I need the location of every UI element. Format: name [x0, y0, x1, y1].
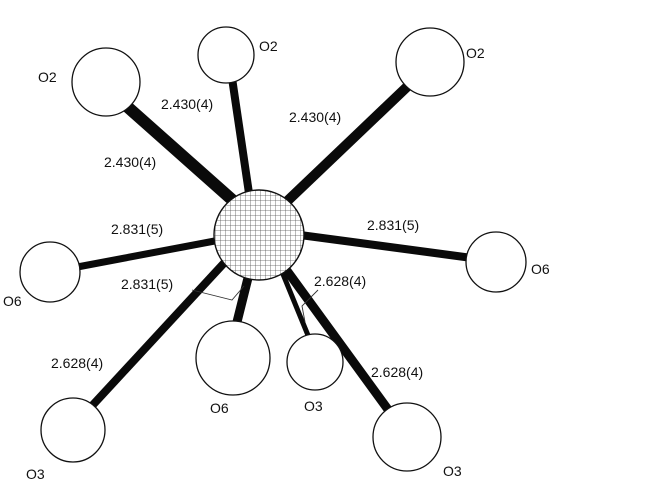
bond-length-o6-right: 2.831(5): [367, 217, 419, 233]
label-o3-bottom-right: O3: [443, 463, 462, 479]
atom-o2-top: [197, 26, 255, 84]
leader-o3-mid: [301, 289, 319, 323]
label-o6-bottom: O6: [210, 400, 229, 416]
atom-labels: O2 O2 O2 O6 O6 O6 O3 O3 O3: [3, 38, 550, 482]
bond-o3-bottom-right: [281, 265, 396, 418]
label-o2-upper-left: O2: [38, 69, 57, 85]
atom-o3-bottom-mid: [286, 333, 344, 391]
atom-o3-bottom-right: [372, 402, 442, 472]
label-leaders: [191, 285, 319, 323]
leader-o6-bottom: [191, 285, 245, 301]
bond-length-labels: 2.430(4) 2.430(4) 2.430(4) 2.831(5) 2.83…: [51, 96, 423, 380]
atom-o6-left: [19, 241, 81, 303]
atom-o3-bottom-left: [40, 397, 106, 463]
bond-o3-bottom-left: [87, 259, 228, 411]
label-o6-left: O6: [3, 293, 22, 309]
atom-o2-upper-left: [71, 47, 141, 117]
central-atom: [213, 189, 305, 281]
bond-o6-left: [71, 236, 221, 272]
bond-length-o3-mid: 2.628(4): [314, 273, 366, 289]
label-o2-top: O2: [259, 38, 278, 54]
bond-length-o2-upper-left: 2.430(4): [104, 154, 156, 170]
label-o3-bottom-mid: O3: [304, 398, 323, 414]
bond-length-o6-left: 2.831(5): [111, 221, 163, 237]
atom-o6-bottom: [195, 320, 271, 396]
atom-o2-upper-right: [395, 27, 465, 97]
bond-length-o3-bottom-left: 2.628(4): [51, 355, 103, 371]
label-o3-bottom-left: O3: [26, 466, 45, 482]
bond-o2-upper-left: [118, 97, 242, 210]
bond-o6-right: [299, 231, 473, 262]
atoms: [19, 26, 527, 472]
bond-length-o3-bottom-right: 2.628(4): [371, 364, 423, 380]
atom-o6-right: [465, 231, 527, 293]
label-o6-right: O6: [531, 261, 550, 277]
bond-length-o2-top: 2.430(4): [161, 96, 213, 112]
bond-o2-top: [228, 77, 254, 201]
bond-length-o2-upper-right: 2.430(4): [289, 109, 341, 125]
bond-length-o6-bottom: 2.831(5): [121, 276, 173, 292]
label-o2-upper-right: O2: [466, 45, 485, 61]
bond-o2-upper-right: [276, 80, 414, 212]
